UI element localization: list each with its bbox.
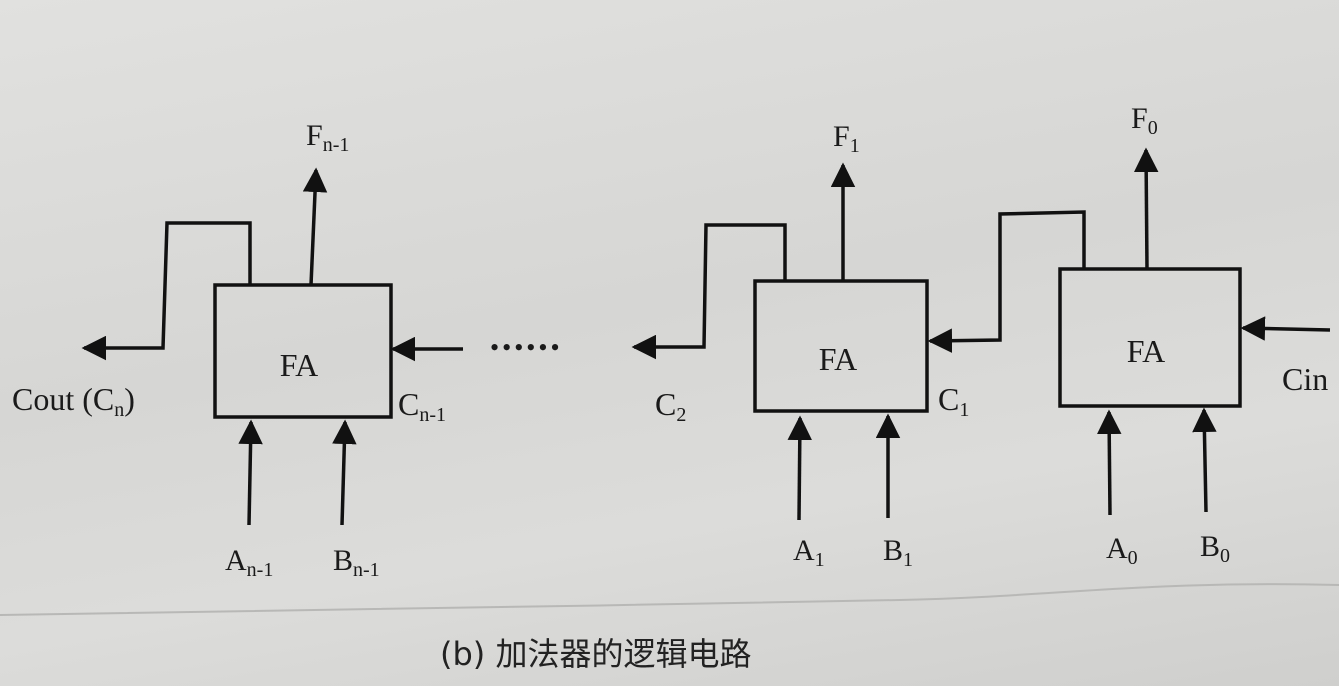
carry-label-2: C2 (655, 386, 686, 426)
carry-out-wire-n-1 (81, 221, 252, 361)
input-b-arrow-0 (1192, 407, 1217, 513)
ellipsis-dots: •••••• (490, 333, 563, 362)
output-label-0: F0 (1131, 102, 1158, 139)
carry-wire-0-to-1 (927, 210, 1086, 353)
output-label-n-1: Fn-1 (306, 119, 349, 156)
carry-label-1: C1 (938, 381, 969, 421)
input-a-arrow-n-1 (238, 419, 263, 526)
output-arrow-0 (1133, 147, 1159, 270)
input-b-arrow-n-1 (332, 419, 357, 526)
input-a-arrow-0 (1096, 409, 1122, 516)
input-a-label-n-1: An-1 (225, 544, 273, 581)
figure-caption: (b) 加法器的逻辑电路 (440, 635, 751, 673)
carry-in-label: Cin (1282, 361, 1328, 397)
fa-label-1: FA (819, 341, 858, 377)
fa-label-0: FA (1127, 333, 1166, 369)
output-arrow-n-1 (302, 167, 328, 286)
carry-out-wire-1 (631, 223, 787, 360)
input-a-label-0: A0 (1106, 532, 1138, 569)
input-b-label-0: B0 (1200, 530, 1230, 567)
input-a-label-1: A1 (793, 534, 825, 571)
input-b-label-n-1: Bn-1 (333, 544, 380, 581)
fa-label-n-1: FA (280, 347, 319, 383)
carry-in-arrow-0 (1240, 316, 1331, 341)
paper-crease (0, 583, 1339, 616)
output-label-1: F1 (833, 120, 860, 157)
carry-label-n-1: Cn-1 (398, 386, 446, 426)
carry-out-label: Cout (Cn) (12, 381, 135, 421)
input-a-arrow-1 (787, 415, 813, 521)
input-b-label-1: B1 (883, 534, 913, 571)
fa-block-0 (1058, 267, 1242, 408)
fa-block-1 (753, 279, 929, 413)
